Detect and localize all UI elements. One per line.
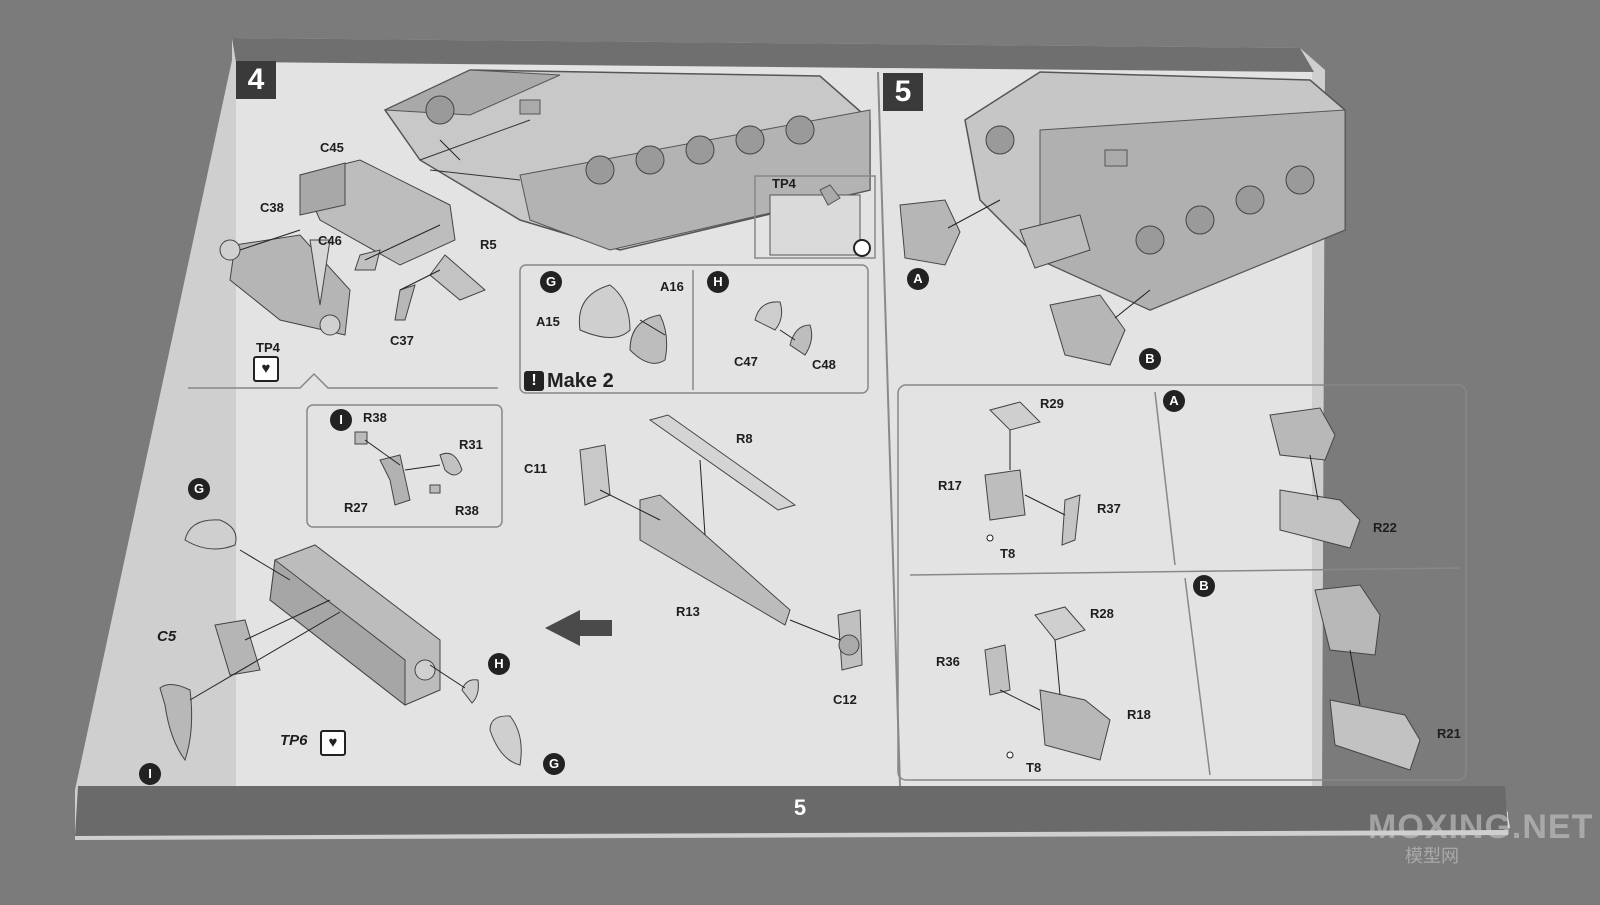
part-label: R38 — [363, 410, 387, 425]
part-label: T8 — [1000, 546, 1016, 561]
part-label: TP6 — [280, 732, 308, 749]
tp4-detail-box — [754, 175, 876, 259]
part-label: A16 — [660, 279, 684, 294]
part-label: C11 — [524, 461, 548, 476]
part-label: C45 — [320, 140, 344, 155]
part-label: T8 — [1026, 760, 1042, 775]
hull-top-left — [383, 69, 871, 251]
callout-i: I — [139, 763, 161, 785]
part-label: R8 — [736, 431, 753, 446]
callout-a: A — [1163, 390, 1185, 412]
part-label: C47 — [734, 354, 758, 369]
part-label: TP4 — [772, 176, 796, 191]
part-label: R27 — [344, 500, 368, 515]
part-label: R37 — [1097, 501, 1121, 516]
part-label: R17 — [938, 478, 962, 493]
callout-h: H — [488, 653, 510, 675]
callout-b: B — [1139, 348, 1161, 370]
part-label: R36 — [936, 654, 960, 669]
callout-i: I — [330, 409, 352, 431]
gh-subassembly-box — [519, 264, 869, 394]
part-label: R38 — [455, 503, 479, 518]
part-label: R28 — [1090, 606, 1114, 621]
rear-box-assembly — [579, 414, 863, 671]
part-label: TP4 — [256, 340, 280, 355]
part-label: C48 — [812, 357, 836, 372]
step-4-badge: 4 — [236, 61, 276, 99]
watermark-sub: 模型网 — [1405, 846, 1459, 866]
step5-subassembly-frame — [897, 384, 1467, 781]
warning-icon: ! — [524, 371, 544, 391]
callout-a: A — [907, 268, 929, 290]
part-label: R31 — [459, 437, 483, 452]
i-subassembly-box — [306, 404, 503, 528]
broken-heart-icon: ♥ — [320, 730, 346, 756]
part-label: R22 — [1373, 520, 1397, 535]
make-two-note: !Make 2 — [524, 370, 614, 393]
callout-g: G — [543, 753, 565, 775]
box-a-assembly — [984, 401, 1361, 549]
part-label: R21 — [1437, 726, 1461, 741]
part-label: C37 — [390, 333, 414, 348]
make-two-text: Make 2 — [547, 370, 614, 392]
part-label: R13 — [676, 604, 700, 619]
part-label: R5 — [480, 237, 497, 252]
box-b-assembly — [984, 584, 1421, 771]
watermark: MOXING.NET — [1368, 808, 1594, 846]
rear-plate-assembly — [219, 139, 486, 336]
callout-g: G — [188, 478, 210, 500]
part-label: C46 — [318, 233, 342, 248]
part-label: C5 — [157, 628, 177, 645]
callout-b: B — [1193, 575, 1215, 597]
part-label: C38 — [260, 200, 284, 215]
broken-heart-icon: ♥ — [253, 356, 279, 382]
part-label: C12 — [833, 692, 857, 707]
hull-top-right — [899, 71, 1346, 366]
step-5-badge: 5 — [883, 73, 923, 111]
part-label: A15 — [536, 314, 560, 329]
page-number: 5 — [793, 795, 807, 820]
direction-arrow — [545, 610, 612, 646]
stowage-box-assembly — [159, 519, 522, 766]
callout-h: H — [707, 271, 729, 293]
callout-g: G — [540, 271, 562, 293]
part-label: R29 — [1040, 396, 1064, 411]
part-label: R18 — [1127, 707, 1151, 722]
